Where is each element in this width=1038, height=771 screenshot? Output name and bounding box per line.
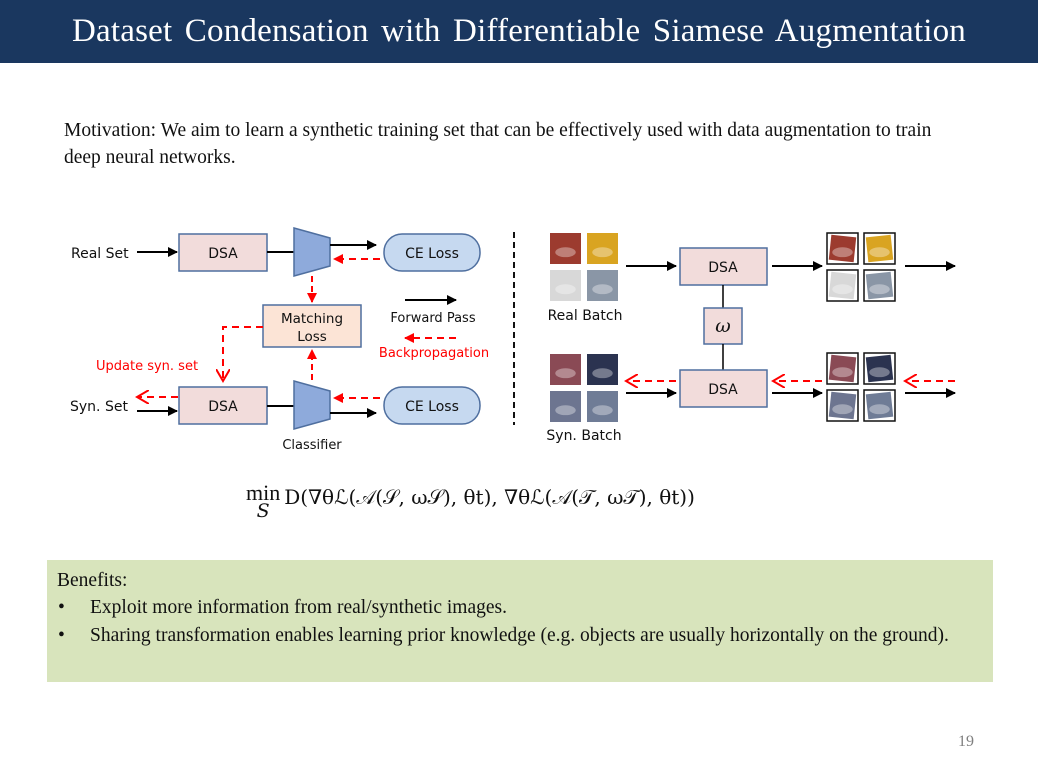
car-image-thumbnail <box>828 391 857 420</box>
real-batch-images <box>550 233 618 301</box>
car-image-thumbnail <box>587 233 618 264</box>
classifier-label: Classifier <box>282 438 342 453</box>
car-shape <box>869 404 890 415</box>
car-shape <box>592 368 613 379</box>
matching-loss-box <box>262 304 362 348</box>
car-image-thumbnail <box>865 391 894 420</box>
car-shape <box>869 367 890 378</box>
car-shape <box>869 247 890 258</box>
benefits-box: Benefits: •Exploit more information from… <box>47 560 993 682</box>
dsa-real-label: DSA <box>708 260 738 276</box>
car-image-thumbnail <box>587 391 618 422</box>
omega-box <box>703 307 743 345</box>
classifier-bottom <box>293 380 331 430</box>
formula-body: D(∇θℒ(𝒜(𝒮, ω𝒮), θt), ∇θℒ(𝒜(𝒯, ω𝒯), θt)) <box>284 485 695 509</box>
car-image-thumbnail <box>828 354 857 383</box>
ce-loss-bottom-label: CE Loss <box>405 399 459 415</box>
car-shape <box>869 284 890 295</box>
syn-batch-images <box>550 354 618 422</box>
car-shape <box>592 247 613 258</box>
benefits-list: •Exploit more information from real/synt… <box>57 594 983 650</box>
car-image-thumbnail <box>865 354 894 383</box>
bullet-icon: • <box>58 597 65 618</box>
legend-forward-label: Forward Pass <box>390 311 475 326</box>
dsa-box-real <box>679 247 768 286</box>
car-shape <box>592 405 613 416</box>
car-image-thumbnail <box>550 233 581 264</box>
car-image-thumbnail <box>828 234 857 263</box>
car-shape <box>555 284 576 295</box>
real-augmented-images <box>826 232 896 302</box>
syn-set-label: Syn. Set <box>70 399 128 415</box>
page-number: 19 <box>958 733 974 750</box>
left-diagram: Real Set DSA CE Loss Matching Loss Updat… <box>70 227 489 453</box>
car-shape <box>832 404 853 415</box>
car-image-thumbnail <box>828 271 857 300</box>
real-set-label: Real Set <box>71 246 129 262</box>
car-image-thumbnail <box>550 391 581 422</box>
classifier-top <box>293 227 331 277</box>
benefits-heading: Benefits: <box>57 570 128 591</box>
matching-loss-line2: Loss <box>297 329 327 345</box>
dsa-box-syn <box>679 369 768 408</box>
matching-loss-line1: Matching <box>281 311 343 327</box>
car-shape <box>555 368 576 379</box>
legend-backprop-label: Backpropagation <box>379 346 489 361</box>
car-shape <box>832 284 853 295</box>
car-image-thumbnail <box>550 354 581 385</box>
ce-loss-top-label: CE Loss <box>405 246 459 262</box>
method-diagram: Real Set DSA CE Loss Matching Loss Updat… <box>70 227 956 453</box>
car-shape <box>832 247 853 258</box>
bullet-icon: • <box>58 625 65 646</box>
car-image-thumbnail <box>587 270 618 301</box>
right-diagram: Real Batch DSA ω Syn. Batch DSA <box>546 232 956 444</box>
update-label: Update syn. set <box>96 359 198 374</box>
benefit-item: •Exploit more information from real/synt… <box>57 594 983 622</box>
dsa-bottom-label: DSA <box>208 399 238 415</box>
car-image-thumbnail <box>550 270 581 301</box>
ce-loss-top <box>383 233 481 272</box>
car-image-thumbnail <box>865 234 894 263</box>
dsa-top-label: DSA <box>208 246 238 262</box>
omega-label: ω <box>715 315 731 337</box>
car-shape <box>555 405 576 416</box>
formula-min-subscript: S <box>256 500 270 522</box>
syn-augmented-images <box>826 352 896 422</box>
ce-loss-bottom <box>383 386 481 425</box>
real-batch-label: Real Batch <box>548 308 623 324</box>
slide-title: Dataset Condensation with Differentiable… <box>0 0 1038 63</box>
update-arrow <box>223 326 263 381</box>
motivation-text: Motivation: We aim to learn a synthetic … <box>64 120 932 168</box>
car-shape <box>592 284 613 295</box>
car-shape <box>555 247 576 258</box>
car-shape <box>832 367 853 378</box>
dsa-syn-label: DSA <box>708 382 738 398</box>
syn-batch-label: Syn. Batch <box>546 428 621 444</box>
car-image-thumbnail <box>865 271 894 300</box>
car-image-thumbnail <box>587 354 618 385</box>
benefit-item: •Sharing transformation enables learning… <box>57 622 983 650</box>
